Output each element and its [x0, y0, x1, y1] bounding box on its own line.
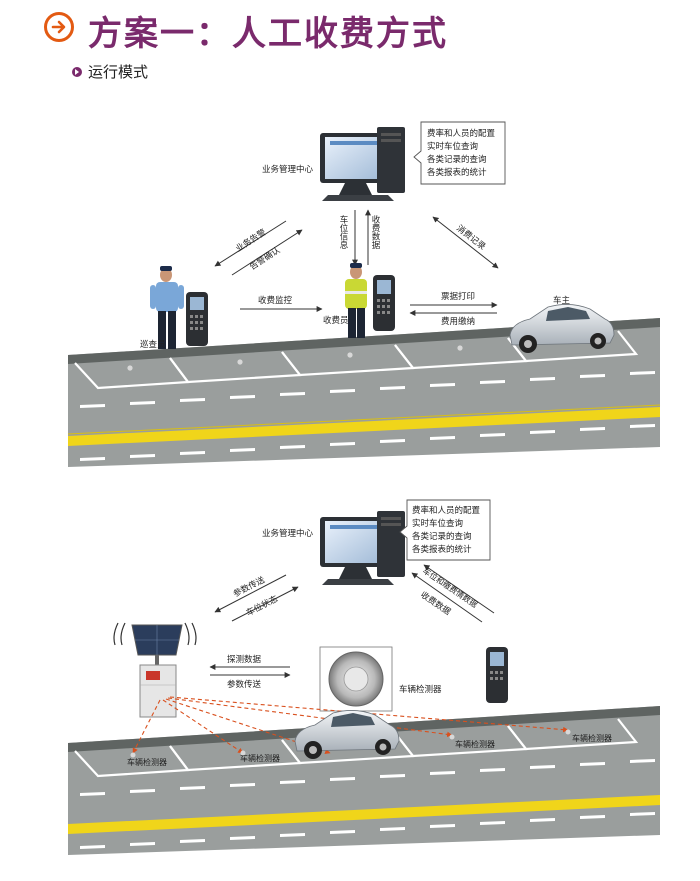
arrow-label: 车位状态: [244, 593, 280, 618]
info-line: 实时车位查询: [427, 141, 478, 152]
arrow-fee-data: [423, 564, 495, 614]
arrow-parking-fee-data: [411, 572, 483, 623]
owner-label: 车主: [553, 295, 571, 306]
arrow-parking-status: [231, 586, 299, 622]
road-detector-label: 车辆检测器: [240, 753, 280, 763]
page-header: 方案一：人工收费方式 运行模式: [0, 0, 700, 90]
arrow-label: 参数传送: [231, 574, 267, 599]
computer-icon: [320, 511, 405, 585]
handheld-terminal-icon: [186, 292, 208, 346]
patrol-label: 巡查员: [140, 339, 166, 350]
page-title: 方案一：人工收费方式: [88, 14, 448, 54]
detector-mode-diagram: 业务管理中心 费率和人员的配置 实时车位查询 各类记录的查询 各类报表的统计 参…: [0, 495, 700, 877]
info-line: 各类记录的查询: [412, 531, 472, 542]
center-label: 业务管理中心: [262, 164, 314, 175]
road-detector-label: 车辆检测器: [127, 757, 167, 767]
info-line: 实时车位查询: [412, 518, 463, 529]
detector-label: 车辆检测器: [399, 684, 442, 695]
handheld-terminal-icon: [373, 275, 395, 331]
arrow-label: 收费监控: [258, 295, 293, 306]
collector-label: 收费员: [323, 315, 349, 326]
handheld-terminal-icon: [486, 647, 508, 703]
section-subtitle: 运行模式: [88, 63, 149, 81]
arrow-label: 收费数据: [370, 214, 380, 250]
info-line: 费率和人员的配置: [427, 128, 496, 139]
info-box: 费率和人员的配置 实时车位查询 各类记录的查询 各类报表的统计: [413, 121, 506, 185]
controller-box-icon: [139, 664, 177, 718]
road-detector-label: 车辆检测器: [572, 733, 612, 743]
arrow-label: 收费数据: [418, 589, 453, 617]
info-line: 各类报表的统计: [412, 544, 472, 555]
arrow-label: 告警确认: [248, 245, 283, 273]
info-line: 费率和人员的配置: [412, 505, 481, 516]
info-line: 各类报表的统计: [427, 167, 487, 178]
solar-panel-icon: [113, 622, 197, 667]
arrow-label: 业务告警: [234, 227, 269, 255]
manual-mode-diagram: 业务管理中心 费率和人员的配置 实时车位查询 各类记录的查询 各类报表的统计 业…: [0, 105, 700, 475]
car-icon: [509, 304, 615, 353]
center-label: 业务管理中心: [262, 528, 314, 539]
patrol-officer-icon: [150, 266, 184, 349]
info-box: 费率和人员的配置 实时车位查询 各类记录的查询 各类报表的统计: [399, 499, 491, 561]
arrow-param-send: [214, 574, 287, 613]
arrow-business-alarm: [214, 220, 287, 267]
arrow-label: 探测数据: [227, 654, 262, 665]
toll-collector-icon: [345, 263, 367, 338]
detector-sensor-icon: [319, 646, 393, 727]
arrow-label: 参数传送: [227, 679, 262, 690]
road-detector-label: 车辆检测器: [455, 739, 495, 749]
arrow-alarm-confirm: [231, 229, 303, 276]
arrow-label: 车位信息: [338, 214, 348, 249]
computer-icon: [320, 127, 405, 201]
arrow-label: 票据打印: [441, 291, 475, 302]
car-icon: [294, 710, 400, 759]
arrow-right-circle-icon: [44, 12, 74, 42]
arrow-label: 费用缴纳: [441, 316, 475, 327]
arrow-consume-record: [432, 216, 499, 269]
play-dot-icon: [72, 67, 82, 77]
info-line: 各类记录的查询: [427, 154, 487, 165]
